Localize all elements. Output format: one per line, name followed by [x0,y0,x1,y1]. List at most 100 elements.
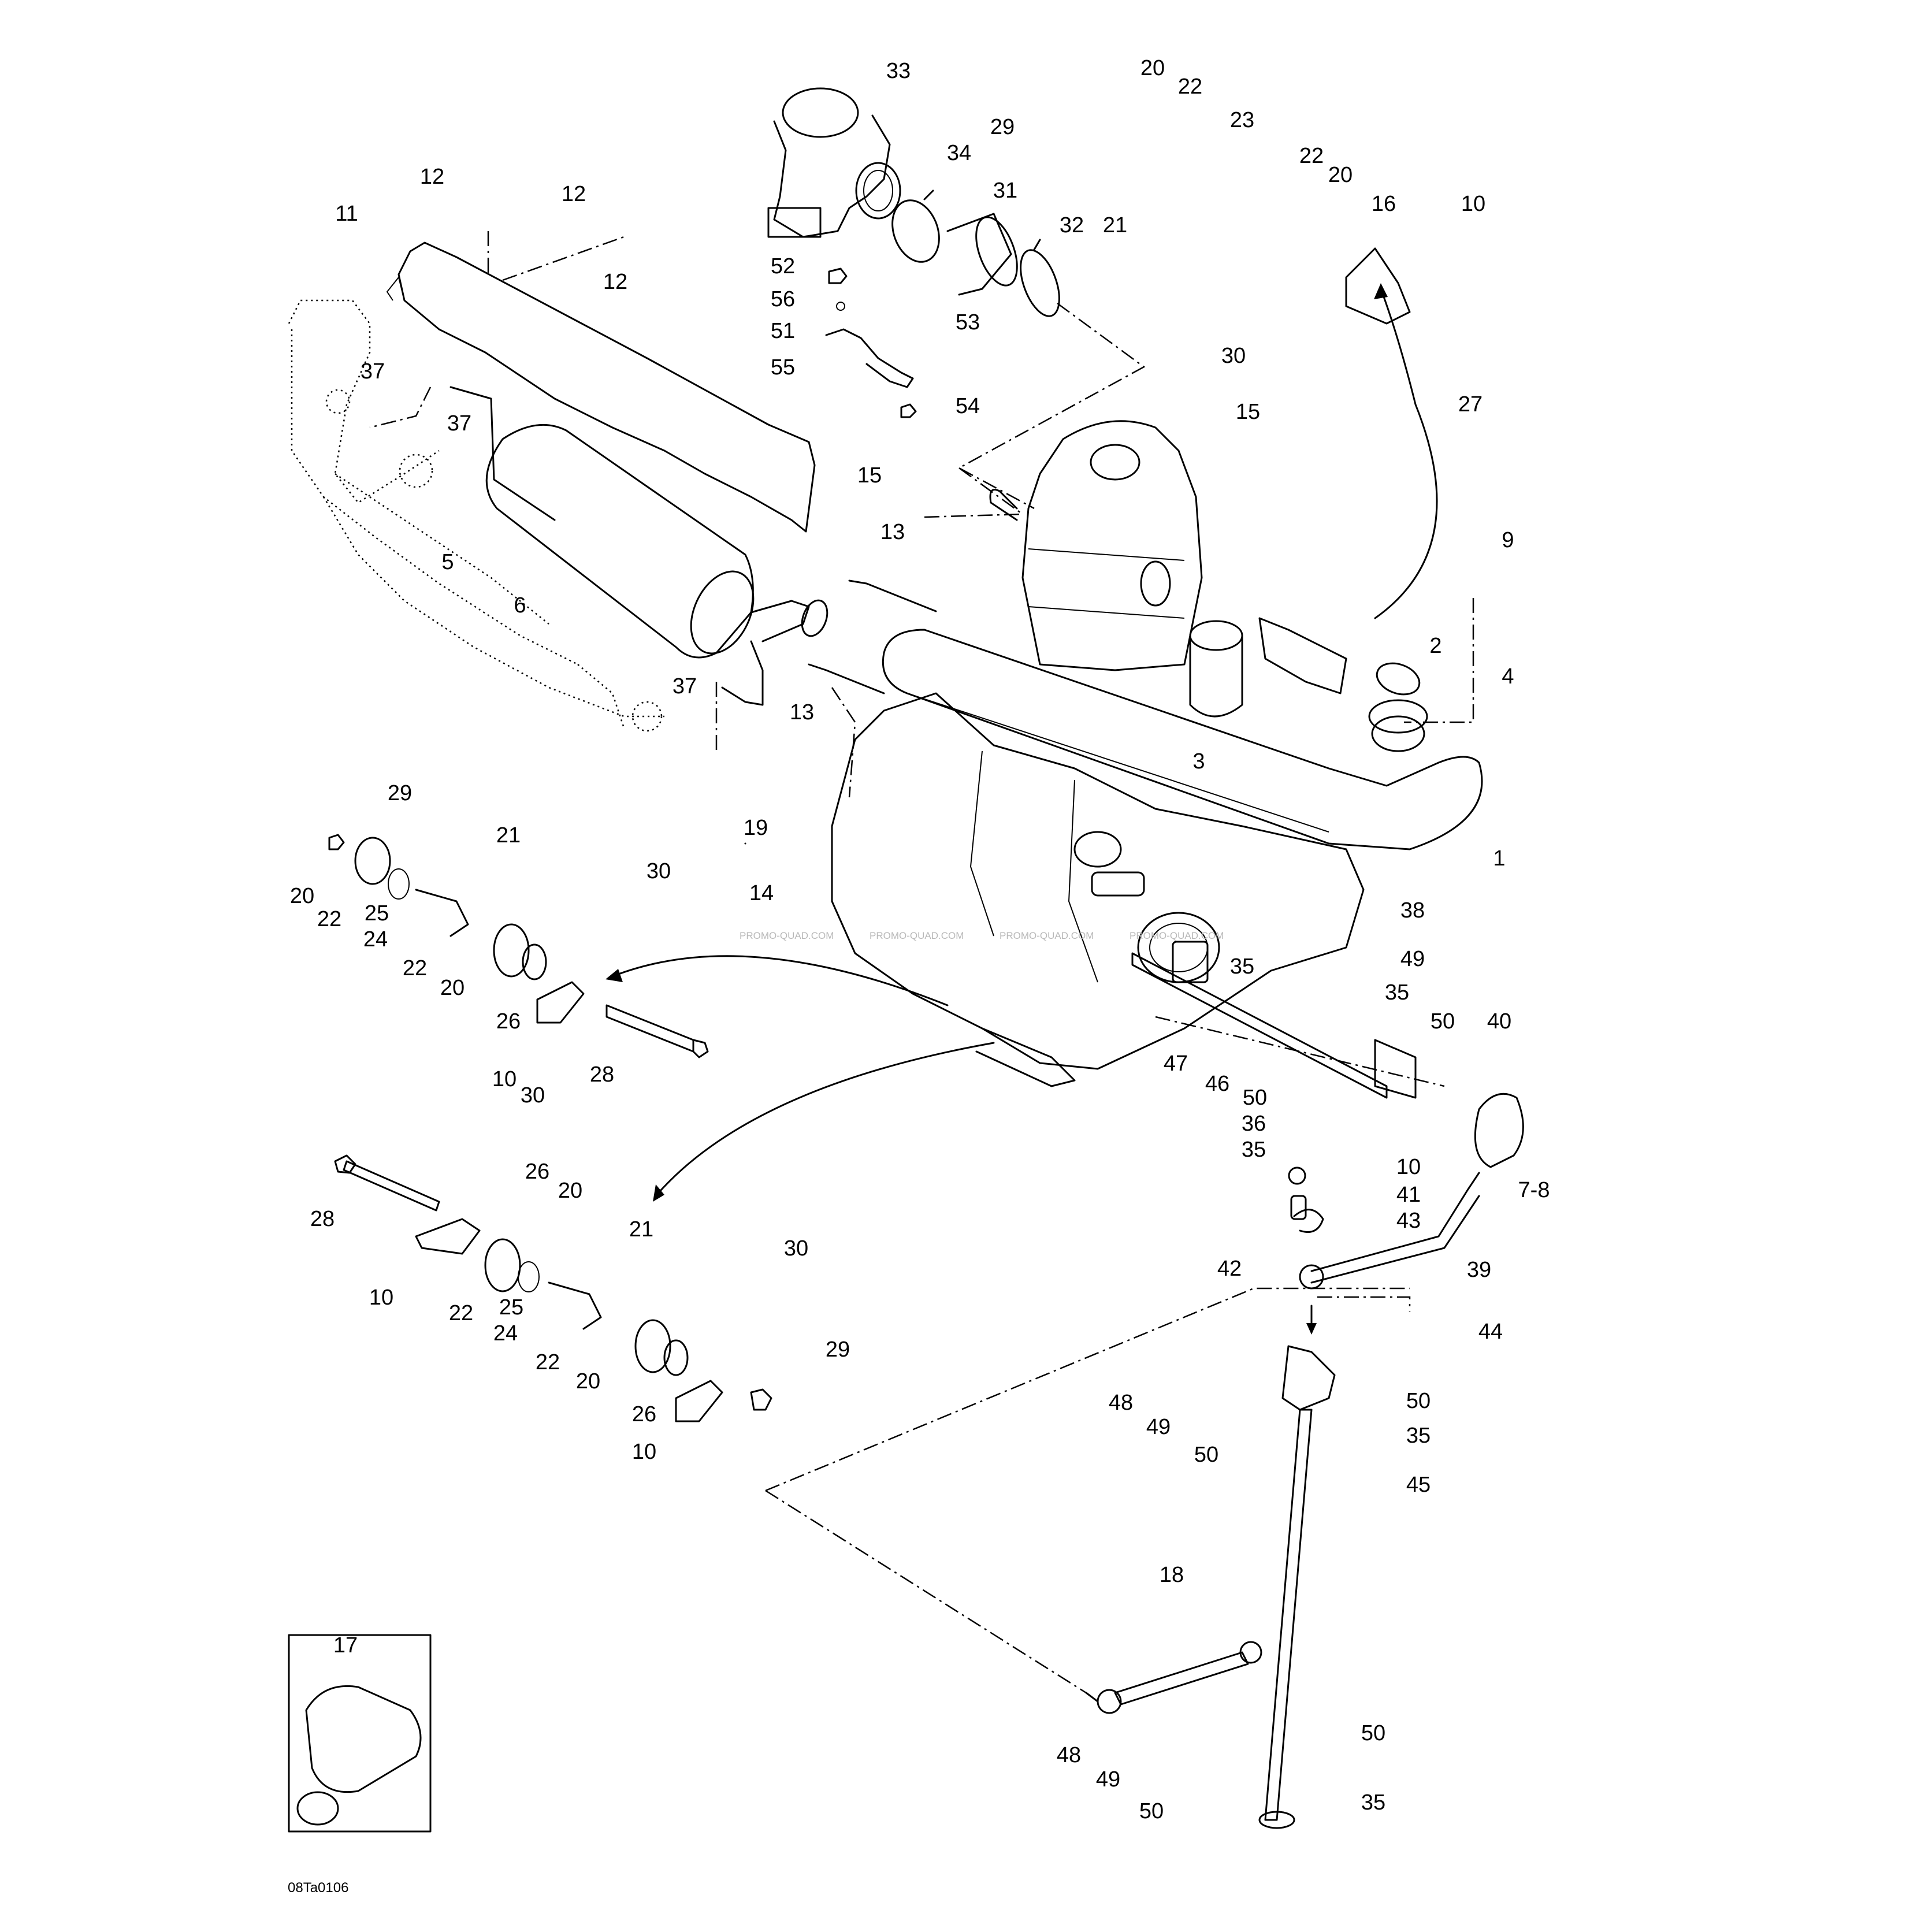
part-drawings [288,87,1524,1833]
springs [808,579,937,694]
callout-label: 50 [1431,1009,1455,1034]
link-rod [1085,1641,1262,1714]
callout-label: 50 [1406,1389,1431,1413]
callout-label: 33 [886,59,911,83]
callout-label: 20 [558,1179,582,1203]
callout-label: 26 [525,1160,549,1184]
callout-label: 22 [317,907,341,931]
callout-label: 22 [403,956,427,980]
callout-label: 40 [1487,1009,1511,1034]
callout-label: 20 [290,884,314,908]
callout-label: 42 [1217,1257,1242,1281]
callout-label: 12 [603,270,627,294]
callout-label: 48 [1057,1743,1081,1767]
callout-label: 49 [1146,1415,1171,1439]
guide-lines [369,231,1474,1694]
callout-label: 26 [632,1402,656,1426]
callout-label: 36 [1242,1112,1266,1136]
callout-label: 31 [993,179,1017,203]
callout-label: 19 [744,816,768,840]
callout-label: 44 [1478,1320,1503,1344]
callout-label: 10 [492,1067,517,1091]
callout-label: 22 [536,1350,560,1374]
engine-mounts [975,247,1411,1087]
watermarks: PROMO-QUAD.COM PROMO-QUAD.COM PROMO-QUAD… [740,930,1224,941]
drawing-code: 08Ta0106 [288,1880,348,1896]
callout-label: 29 [826,1337,850,1362]
callout-label: 35 [1385,980,1409,1005]
callout-label: 10 [1396,1155,1421,1179]
callout-label: 50 [1139,1799,1164,1823]
callout-label: 30 [1221,344,1246,368]
heat-shield [386,242,816,533]
callout-label: 52 [771,254,795,278]
callout-label: 37 [673,674,697,699]
callout-label: 28 [590,1062,614,1087]
oil-filter [1189,620,1243,718]
callout-label: 37 [361,359,385,384]
frame-outline [288,299,664,732]
callout-label: 38 [1400,898,1425,923]
callout-label: 2 [1429,634,1441,658]
callout-label: 56 [771,287,795,311]
callout-label: 9 [1502,528,1514,552]
callout-label: 10 [1461,192,1485,216]
callout-label: 21 [1103,213,1127,237]
shift-rod [1258,1345,1336,1829]
callout-label: 25 [365,901,389,926]
callout-label: 29 [990,115,1015,139]
callout-label: 10 [369,1285,393,1310]
callout-label: 47 [1164,1052,1188,1076]
carburetor [767,87,901,238]
callout-label: 12 [420,165,444,189]
callout-label: 12 [562,182,586,206]
watermark-text: PROMO-QUAD.COM [1000,930,1094,941]
callout-label: 30 [784,1236,808,1261]
callout-label: 30 [647,859,671,883]
callout-label: 53 [956,310,980,335]
callout-label: 22 [449,1301,473,1325]
callout-label: 16 [1372,192,1396,216]
callout-label: 17 [333,1633,358,1658]
callout-label: 55 [771,355,795,380]
callout-label: 20 [576,1369,600,1394]
callout-label: 28 [310,1207,335,1231]
callout-label: 34 [947,141,971,165]
callout-label: 21 [496,823,521,848]
callout-label: 27 [1458,392,1483,417]
shift-shaft [1131,941,1417,1099]
callout-label: 30 [521,1083,545,1108]
exhaust-pipe [882,629,1483,850]
callout-label: 13 [880,520,905,544]
callout-label: 6 [514,593,526,618]
callout-label: 22 [1299,144,1324,168]
callout-label: 35 [1361,1790,1385,1815]
callout-label: 51 [771,319,795,343]
callout-label: 20 [1328,163,1353,187]
mount-assembly-lower [334,1154,772,1422]
callout-label: 15 [857,463,882,488]
callout-label: 10 [632,1440,656,1464]
watermark-text: PROMO-QUAD.COM [870,930,964,941]
callout-label: 21 [629,1217,653,1242]
callout-label: 54 [956,394,980,418]
callout-label: 18 [1160,1563,1184,1587]
intake-boot [891,190,1060,317]
callout-label: 35 [1230,954,1254,979]
callout-label: 49 [1400,947,1425,971]
callout-label: 5 [441,550,454,574]
mount-assembly-upper [328,834,709,1058]
callout-label: 14 [749,881,774,905]
callout-label: 24 [363,927,388,952]
callout-label: 50 [1194,1443,1218,1467]
callout-label: 25 [499,1295,523,1320]
callout-label: 43 [1396,1209,1421,1233]
callout-label: 49 [1096,1767,1120,1792]
callout-label: 45 [1406,1473,1431,1497]
callout-label: 4 [1502,664,1514,689]
callout-label: 15 [1236,400,1260,424]
callout-label: 7-8 [1518,1178,1550,1202]
callout-label: 41 [1396,1183,1421,1207]
